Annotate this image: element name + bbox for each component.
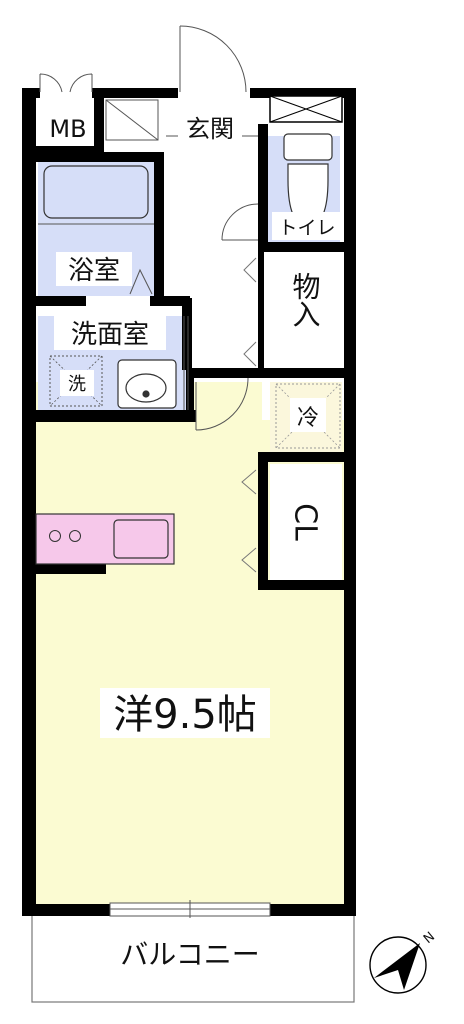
north-arrow-icon: N bbox=[369, 929, 438, 994]
storage-floor bbox=[268, 254, 342, 368]
balcony-label: バルコニー bbox=[120, 938, 259, 971]
kitchen-sink bbox=[113, 519, 169, 559]
wall-closet-bottom bbox=[258, 580, 348, 590]
bath-label: 浴室 bbox=[68, 256, 120, 286]
closet-door-marks bbox=[241, 469, 257, 573]
toilet-label: トイレ bbox=[278, 217, 335, 239]
wall-left bbox=[22, 88, 36, 916]
closet-label: CL bbox=[288, 503, 323, 541]
mb-label: MB bbox=[49, 115, 86, 143]
wall-toilet-bottom bbox=[258, 242, 348, 252]
wall-wash-bottom bbox=[36, 410, 196, 422]
stove-burner-icon bbox=[69, 530, 81, 542]
mb-doors bbox=[39, 73, 93, 93]
wash-basin bbox=[117, 359, 177, 409]
north-label: N bbox=[421, 929, 438, 947]
bath-door bbox=[129, 268, 153, 295]
wall-storage-bottom bbox=[194, 368, 346, 378]
wall-mb-right bbox=[94, 96, 104, 156]
storage-door-marks bbox=[243, 257, 257, 367]
entrance-door-opening bbox=[178, 86, 250, 100]
storage-label: 物入 bbox=[289, 272, 322, 328]
kitchen-counter bbox=[35, 513, 175, 565]
fridge-label: 冷 bbox=[297, 406, 319, 431]
wall-mb-bottom bbox=[36, 146, 96, 156]
washroom-door bbox=[183, 316, 189, 410]
wall-bath-bottom bbox=[36, 296, 86, 306]
entrance-label: 玄関 bbox=[186, 115, 234, 143]
wall-closet-top bbox=[258, 452, 348, 462]
wall-kitchen-bottom bbox=[36, 562, 106, 574]
washer-label: 洗 bbox=[68, 374, 86, 395]
wall-right bbox=[344, 88, 356, 916]
toilet-fixture bbox=[283, 133, 333, 227]
room-door bbox=[195, 377, 249, 431]
stove-burner-icon bbox=[49, 530, 61, 542]
bathtub bbox=[43, 165, 149, 219]
mb-door-opening bbox=[40, 86, 92, 100]
wall-toilet-left bbox=[258, 124, 268, 246]
wall-storage-left bbox=[258, 250, 264, 372]
toilet-door bbox=[221, 203, 259, 241]
washroom-label: 洗面室 bbox=[71, 320, 149, 350]
western-room-label: 洋9.5帖 bbox=[113, 692, 257, 738]
wall-bath-right bbox=[154, 152, 164, 300]
wall-hall-bottom bbox=[186, 368, 194, 412]
wall-wash-right bbox=[182, 298, 192, 370]
closet-floor bbox=[270, 464, 342, 580]
wall-bath-top bbox=[36, 152, 164, 162]
fridge-space bbox=[275, 383, 341, 449]
entrance-door bbox=[179, 25, 247, 93]
wall-closet-left bbox=[258, 452, 268, 590]
wall-bath-bottom-2 bbox=[150, 296, 190, 306]
